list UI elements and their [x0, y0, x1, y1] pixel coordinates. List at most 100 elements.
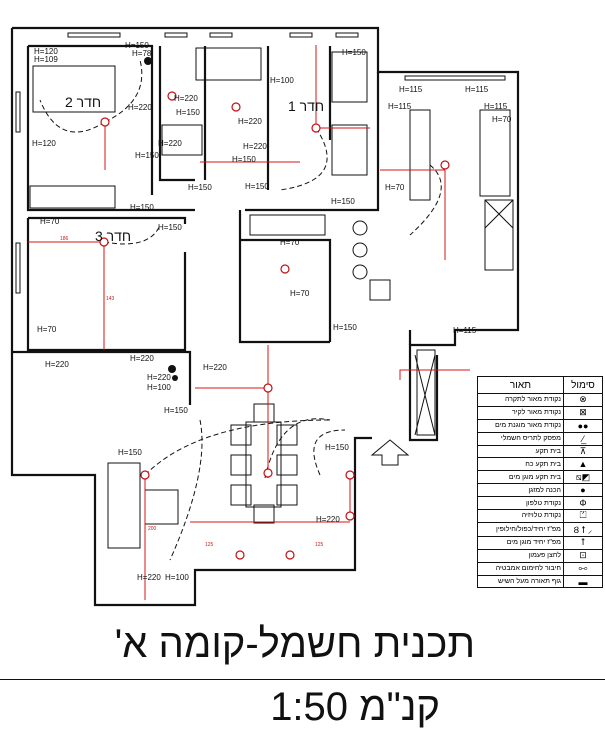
- legend-description: בית תקע מוגן מים: [477, 470, 564, 485]
- entrance-arrow-icon: [370, 439, 410, 466]
- svg-text:H=78: H=78: [132, 49, 152, 58]
- svg-text:H=220: H=220: [203, 363, 227, 372]
- svg-text:H=220: H=220: [45, 360, 69, 369]
- svg-text:H=115: H=115: [399, 85, 423, 94]
- svg-text:H=220: H=220: [130, 354, 154, 363]
- svg-text:H=115: H=115: [388, 102, 412, 111]
- legend-row: ▲בית תקע כח: [477, 457, 603, 472]
- shutter-switch-icon: ⁄̲: [563, 431, 603, 446]
- svg-text:H=150: H=150: [125, 41, 149, 50]
- svg-text:H=150: H=150: [135, 151, 159, 160]
- svg-text:H=150: H=150: [245, 182, 269, 191]
- svg-text:H=150: H=150: [325, 443, 349, 452]
- room-label-1: חדר 1: [288, 98, 324, 114]
- svg-text:H=150: H=150: [118, 448, 142, 457]
- ceiling-light-points: [99, 57, 450, 560]
- svg-text:186: 186: [60, 236, 69, 242]
- legend-header: סימול תאור: [477, 376, 603, 394]
- legend-description: מפ"ז יחיד מוגן מים: [477, 535, 564, 550]
- legend-description: מפ"ז יחיד/כפול/חילופין: [477, 521, 564, 537]
- legend-description: מפסק לתריס חשמלי: [477, 431, 564, 446]
- svg-text:H=150: H=150: [333, 323, 357, 332]
- phone-point-icon: Φ: [563, 496, 603, 511]
- furniture: [29, 47, 514, 549]
- svg-text:H=220: H=220: [316, 515, 340, 524]
- svg-text:H=120: H=120: [34, 47, 58, 56]
- svg-text:H=150: H=150: [176, 108, 200, 117]
- svg-text:H=150: H=150: [188, 183, 212, 192]
- light-switch-icon: ⸜ Ȣ ꝉ: [563, 521, 603, 537]
- svg-text:H=220: H=220: [128, 103, 152, 112]
- room-label-2: חדר 2: [65, 94, 101, 110]
- legend-description: גוף תאורה מעל השיש: [477, 574, 564, 589]
- legend-row: ⁄̲מפסק לתריס חשמלי: [477, 431, 603, 446]
- legend-header-symbol: סימול: [563, 376, 603, 394]
- svg-text:H=70: H=70: [40, 217, 60, 226]
- doorbell-button-icon: ⊡: [563, 548, 603, 563]
- svg-text:H=70: H=70: [37, 325, 57, 334]
- svg-text:H=220: H=220: [147, 373, 171, 382]
- svg-text:H=70: H=70: [385, 183, 405, 192]
- legend-row: ◩⧄בית תקע מוגן מים: [477, 470, 603, 485]
- legend-description: נקודת מאור מוגנת מים: [477, 418, 564, 433]
- legend-row: ●●נקודת מאור מוגנת מים: [477, 418, 603, 433]
- interior-walls: [12, 44, 412, 405]
- circuit-lines: [28, 45, 470, 600]
- tv-point-icon: ⏍: [563, 509, 603, 523]
- svg-text:125: 125: [315, 542, 324, 548]
- svg-text:H=109: H=109: [34, 55, 58, 64]
- legend-description: בית תקע: [477, 444, 564, 459]
- svg-text:H=220: H=220: [158, 139, 182, 148]
- drawing-scale: קנ"מ 1:50: [270, 685, 440, 729]
- power-socket-icon: ▲: [563, 457, 603, 472]
- legend-description: לחצן פעמון: [477, 548, 564, 563]
- svg-text:H=115: H=115: [484, 102, 508, 111]
- legend-row: ▬גוף תאורה מעל השיש: [477, 574, 603, 589]
- legend-description: חיבור לחימום אמבטיה: [477, 561, 564, 576]
- legend-description: נקודת מאור לתקרה: [477, 393, 564, 407]
- svg-text:H=70: H=70: [290, 289, 310, 298]
- legend-description: הכנה למזגן: [477, 483, 564, 498]
- waterproof-switch-icon: ꝉ: [563, 535, 603, 550]
- svg-text:H=150: H=150: [158, 223, 182, 232]
- svg-text:H=150: H=150: [232, 155, 256, 164]
- ceiling-light-icon: ⊗: [563, 393, 603, 407]
- legend-row: ⧟חיבור לחימום אמבטיה: [477, 561, 603, 576]
- svg-text:H=115: H=115: [453, 326, 477, 335]
- exterior-walls-left: [10, 28, 372, 607]
- legend-row: ⊠נקודת מאור לקיר: [477, 405, 603, 420]
- legend-description: נקודת טלויזיה: [477, 509, 564, 523]
- bath-heater-icon: ⧟: [563, 561, 603, 576]
- svg-text:143: 143: [106, 296, 115, 302]
- svg-text:H=150: H=150: [331, 197, 355, 206]
- legend-row: ⊡לחצן פעמון: [477, 548, 603, 563]
- legend-row: ⏍נקודת טלויזיה: [477, 509, 603, 523]
- svg-text:125: 125: [205, 542, 214, 548]
- svg-text:200: 200: [148, 526, 157, 532]
- switch-arcs: [39, 59, 442, 561]
- svg-text:H=220: H=220: [174, 94, 198, 103]
- legend-description: בית תקע כח: [477, 457, 564, 472]
- waterproof-socket-icon: ◩⧄: [563, 470, 603, 485]
- room-label-3: חדר 3: [95, 228, 131, 244]
- svg-text:H=220: H=220: [238, 117, 262, 126]
- svg-text:H=100: H=100: [165, 573, 189, 582]
- exterior-walls: [12, 26, 520, 442]
- svg-text:H=150: H=150: [164, 406, 188, 415]
- svg-text:H=70: H=70: [280, 238, 300, 247]
- legend-table: סימול תאור ⊗נקודת מאור לתקרה ⊠נקודת מאור…: [477, 376, 603, 589]
- svg-text:H=220: H=220: [137, 573, 161, 582]
- svg-text:H=120: H=120: [32, 139, 56, 148]
- ac-prep-icon: ●: [563, 483, 603, 498]
- windows: [15, 32, 506, 294]
- wall-light-icon: ⊠: [563, 405, 603, 420]
- svg-text:H=100: H=100: [270, 76, 294, 85]
- counter-light-icon: ▬: [563, 574, 603, 589]
- svg-text:H=100: H=100: [147, 383, 171, 392]
- socket-icon: ⊼: [563, 444, 603, 459]
- waterproof-light-icon: ●●: [563, 418, 603, 433]
- legend-description: נקודת מאור לקיר: [477, 405, 564, 420]
- dimension-labels: 186 143 125 125 200: [60, 236, 324, 548]
